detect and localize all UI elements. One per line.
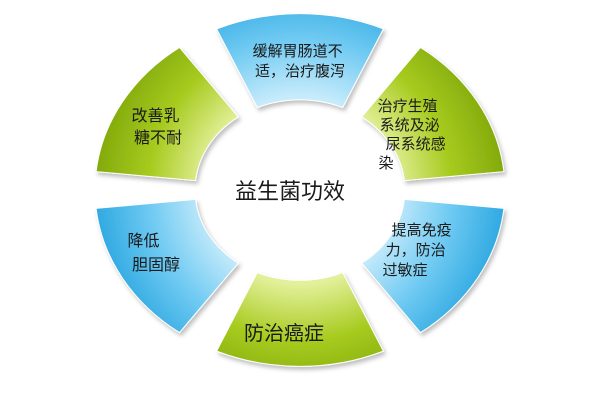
label-upper-right: 治疗生殖 系统及泌 尿系统感 染	[378, 97, 451, 172]
label-lower-left: 降低 胆固醇	[127, 231, 180, 274]
label-bottom: 防治癌症	[244, 321, 324, 345]
segment-top-gut-relief	[215, 13, 385, 109]
segment-bottom-cancer	[215, 271, 385, 367]
segment-upper-right-urogenital	[360, 46, 505, 182]
label-upper-left: 改善乳 糖不耐	[131, 106, 184, 147]
segment-lower-right-immunity	[360, 198, 505, 334]
label-lower-right: 提高免疫 力，防治 过敏症	[382, 221, 456, 279]
label-top: 缓解胃肠道不 适，治疗腹泻	[253, 42, 348, 80]
center-title: 益生菌功效	[235, 180, 345, 205]
segment-upper-left-lactose	[95, 46, 240, 182]
segments-layer	[95, 13, 505, 367]
segment-lower-left-cholesterol	[95, 198, 240, 334]
